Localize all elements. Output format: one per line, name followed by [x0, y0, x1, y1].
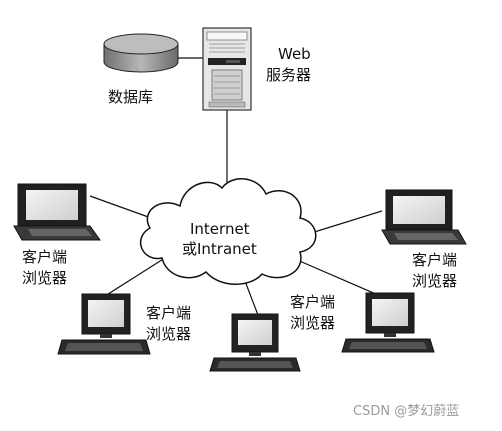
desktop-right-icon	[341, 292, 435, 353]
web-server-label-line1: Web	[278, 45, 311, 63]
desktop-center-icon	[209, 313, 301, 372]
desktop-left-icon	[57, 293, 151, 355]
database-label: 数据库	[108, 88, 154, 106]
link-desktop-left	[104, 255, 169, 297]
laptop-left-icon	[13, 183, 101, 241]
client-label-laptop-right-line2: 浏览器	[412, 272, 458, 290]
laptop-right-icon	[381, 189, 467, 245]
cloud-label-line1: Internet	[190, 220, 250, 238]
web-server-label-line2: 服务器	[266, 66, 312, 84]
client-label-desktop-left-line2: 浏览器	[146, 325, 192, 343]
internet-cloud-icon	[139, 178, 317, 285]
client-label-laptop-left-line2: 浏览器	[22, 269, 68, 287]
client-label-laptop-left-line1: 客户端	[22, 248, 68, 266]
cloud-label-line2: 或Intranet	[182, 240, 257, 258]
client-label-laptop-right-line1: 客户端	[412, 251, 458, 269]
client-label-desktop-center-line2: 浏览器	[290, 314, 336, 332]
link-desktop-right	[287, 255, 386, 299]
watermark: CSDN @梦幻蔚蓝	[353, 404, 460, 419]
database-icon	[103, 33, 179, 73]
client-label-desktop-center-line1: 客户端	[290, 293, 336, 311]
connection-lines	[89, 57, 386, 316]
web-server-icon	[202, 27, 252, 111]
client-label-desktop-left-line1: 客户端	[146, 304, 192, 322]
